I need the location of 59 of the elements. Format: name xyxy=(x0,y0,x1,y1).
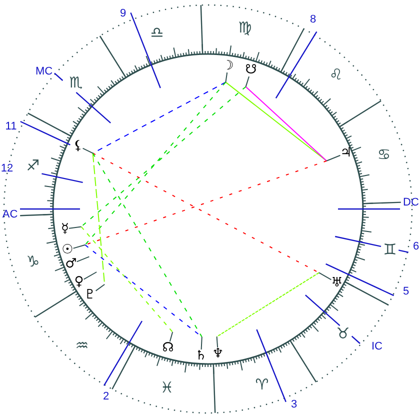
house-number: 12 xyxy=(0,164,14,174)
aspect-line xyxy=(216,272,320,338)
house-number: 5 xyxy=(402,286,410,298)
degree-leader-line xyxy=(216,336,218,348)
aspect-line xyxy=(84,160,328,246)
aspect-line xyxy=(92,152,202,338)
planet-glyph: ♅ xyxy=(331,276,343,290)
aspect-line xyxy=(80,86,246,228)
aspect-line xyxy=(80,226,174,332)
planet-glyph: ♃ xyxy=(340,146,352,160)
planet-glyph: ☿ xyxy=(61,222,69,236)
aspect-line xyxy=(245,86,328,162)
zodiac-sign-glyph: ♊ xyxy=(383,242,397,258)
degree-leader-line xyxy=(225,72,228,83)
planet-glyph: ♄ xyxy=(195,350,207,362)
zodiac-sign-glyph: ♈ xyxy=(255,378,269,392)
zodiac-sign-glyph: ♓ xyxy=(160,380,174,396)
zodiac-sign-glyph: ♍ xyxy=(238,20,252,36)
zodiac-sign-glyph: ♌ xyxy=(329,68,343,82)
planet-glyph: ♇ xyxy=(84,288,96,302)
zodiac-sign-glyph: ♒ xyxy=(75,338,89,354)
zodiac-sign-glyph: ♑ xyxy=(26,254,40,270)
zodiac-sign-glyph: ♏ xyxy=(69,76,83,90)
house-number: 6 xyxy=(412,242,420,252)
angle-label: IC xyxy=(372,342,382,352)
planet-glyph: ⚸ xyxy=(73,140,83,152)
degree-leader-line xyxy=(82,148,94,154)
zodiac-sign-glyph: ♉ xyxy=(336,326,350,342)
planet-glyph: ♆ xyxy=(212,348,224,360)
zodiac-sign-glyph: ♐ xyxy=(26,158,40,174)
angle-label: MC xyxy=(35,66,53,78)
planet-glyph: ♂ xyxy=(65,258,77,270)
planet-glyph: ☊ xyxy=(162,342,174,354)
degree-leader-line xyxy=(72,244,86,249)
degree-leader-line xyxy=(318,272,332,280)
degree-leader-line xyxy=(76,256,90,262)
degree-leader-line xyxy=(95,284,106,292)
house-number: 2 xyxy=(102,392,110,402)
aspect-line xyxy=(92,82,226,154)
degree-leader-line xyxy=(83,272,98,280)
degree-leader-line xyxy=(200,336,202,350)
planet-glyph: ☉ xyxy=(62,244,74,256)
house-number: 11 xyxy=(5,122,17,132)
house-number: 3 xyxy=(290,400,298,410)
degree-leader-line xyxy=(169,332,174,342)
zodiac-sign-glyph: ♎ xyxy=(150,26,164,40)
angle-label: AC xyxy=(2,210,18,220)
degree-leader-line xyxy=(326,154,341,162)
house-number: 8 xyxy=(310,14,316,26)
planet-glyph: ☋ xyxy=(245,64,257,76)
zodiac-sign-glyph: ♋ xyxy=(377,148,391,162)
angle-label: DC xyxy=(403,198,419,208)
degree-leader-line xyxy=(245,76,250,88)
house-number: 9 xyxy=(120,8,126,20)
degree-leader-line xyxy=(68,226,82,229)
aspect-line xyxy=(92,152,320,274)
planet-glyph: ☽ xyxy=(222,60,234,72)
aspect-line xyxy=(84,82,226,246)
planet-glyph: ♀ xyxy=(74,276,84,288)
